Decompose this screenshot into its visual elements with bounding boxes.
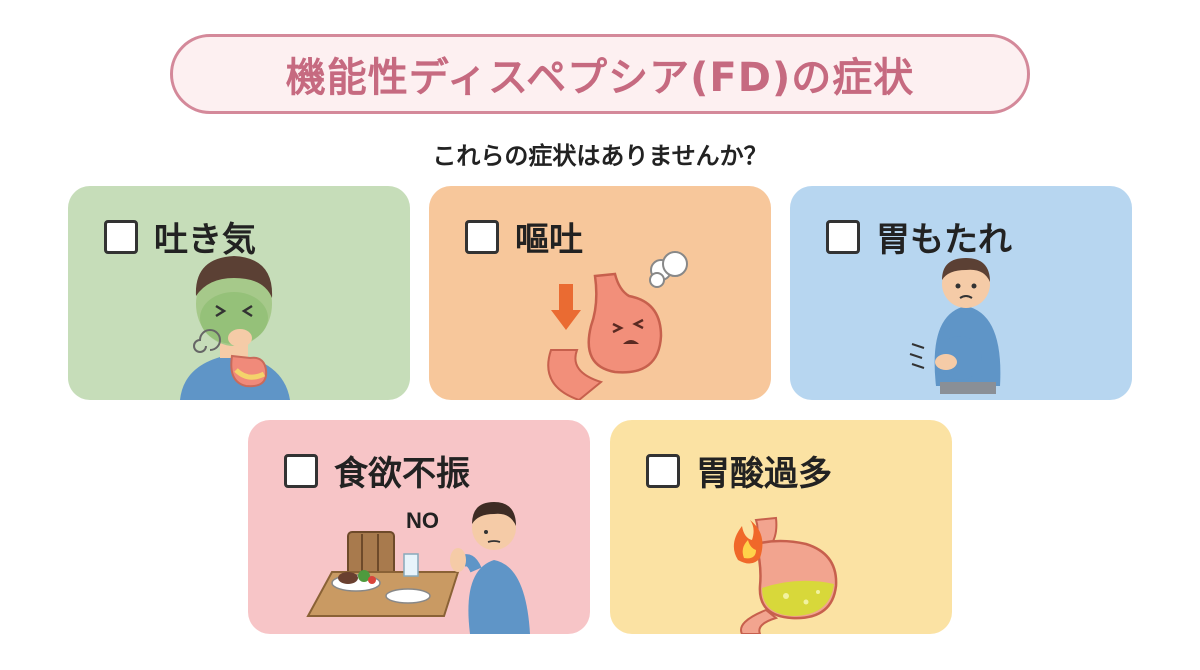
refuse-no-text: NO (406, 508, 439, 533)
hyperacidity-stomach-illustration (733, 516, 838, 634)
checkbox-appetite-loss[interactable] (284, 453, 318, 488)
vomiting-stomach-illustration (547, 251, 688, 400)
nausea-person-illustration (180, 256, 290, 400)
symptom-label-vomiting: 嘔吐 (515, 220, 583, 260)
symptom-card-hyperacidity: 胃酸過多 (610, 420, 952, 634)
symptom-label-nausea: 吐き気 (154, 220, 256, 260)
appetite-loss-illustration: NO (306, 502, 530, 634)
symptom-card-nausea: 吐き気 (68, 186, 410, 400)
checkbox-hyperacidity[interactable] (646, 453, 680, 488)
checkbox-nausea[interactable] (104, 219, 138, 254)
symptom-label-heavy-stomach: 胃もたれ (876, 220, 1012, 260)
page-subtitle: これらの症状はありませんか？ (432, 142, 768, 170)
checkbox-vomiting[interactable] (465, 219, 499, 254)
symptom-card-appetite-loss: 食欲不振 NO (248, 420, 590, 634)
page-title: 機能性ディスペプシア(FD)の症状 (170, 34, 1030, 114)
checkbox-heavy-stomach[interactable] (826, 219, 860, 254)
symptom-label-appetite-loss: 食欲不振 (334, 454, 470, 494)
symptom-label-hyperacidity: 胃酸過多 (696, 454, 832, 494)
symptom-card-vomiting: 嘔吐 (429, 186, 771, 400)
symptom-card-heavy-stomach: 胃もたれ (790, 186, 1132, 400)
heavy-stomach-person-illustration (909, 258, 1001, 394)
